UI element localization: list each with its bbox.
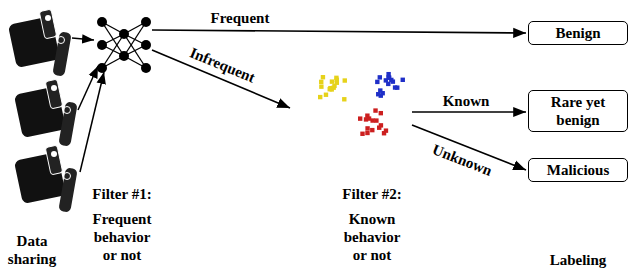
cluster-point — [373, 108, 377, 112]
cluster-point — [328, 87, 332, 91]
label-box: Benign — [528, 21, 628, 45]
cluster-point — [358, 116, 362, 120]
cluster-point — [386, 82, 390, 86]
label-box: Rare yet benign — [528, 90, 628, 132]
cluster-point — [365, 126, 369, 130]
input-arrow — [72, 38, 104, 172]
cluster-point — [335, 81, 339, 85]
diagram-label: Known — [443, 92, 490, 110]
cluster-point — [377, 125, 381, 129]
cluster-point — [374, 118, 378, 122]
device-icon — [8, 9, 72, 77]
cluster-point — [319, 80, 323, 84]
label-box: Malicious — [528, 158, 628, 182]
device-icon — [14, 79, 78, 147]
cluster-point — [331, 85, 335, 89]
cluster-point — [318, 95, 322, 99]
diagram-label: Frequent behavior or not — [86, 210, 158, 264]
cluster-point — [321, 75, 325, 79]
cluster-point — [380, 91, 384, 95]
diagram-label: Unknown — [430, 140, 495, 180]
device-icon — [14, 145, 78, 213]
cluster-point — [376, 92, 380, 96]
cluster-point — [324, 93, 328, 97]
cluster-point — [365, 131, 369, 135]
cluster-point — [330, 79, 334, 83]
cluster-point — [364, 117, 368, 121]
cluster-point — [401, 78, 405, 82]
cluster-point — [360, 132, 364, 136]
diagram-label: Filter #1: — [92, 185, 151, 203]
cluster-point — [379, 111, 383, 115]
cluster-point — [342, 97, 346, 101]
cluster-point — [370, 128, 374, 132]
cluster-point — [393, 85, 397, 89]
box-text: Benign — [546, 24, 610, 42]
diagram-label: Filter #2: — [342, 185, 401, 203]
cluster-point — [386, 72, 390, 76]
flow-arrow — [152, 30, 526, 170]
box-text: Rare yet benign — [546, 93, 610, 129]
cluster-plot — [318, 72, 405, 136]
diagram-label: Known behavior or not — [336, 210, 408, 264]
diagram-label: Labeling — [550, 251, 607, 269]
cluster-point — [391, 79, 395, 83]
cluster-point — [319, 84, 323, 88]
diagram-label: Data sharing — [4, 232, 60, 268]
cluster-point — [343, 78, 347, 82]
cluster-point — [375, 80, 379, 84]
cluster-point — [384, 128, 388, 132]
diagram-label: Frequent — [211, 9, 270, 27]
cluster-point — [378, 75, 382, 79]
box-text: Malicious — [546, 161, 610, 179]
neural-net-icon — [97, 17, 151, 73]
